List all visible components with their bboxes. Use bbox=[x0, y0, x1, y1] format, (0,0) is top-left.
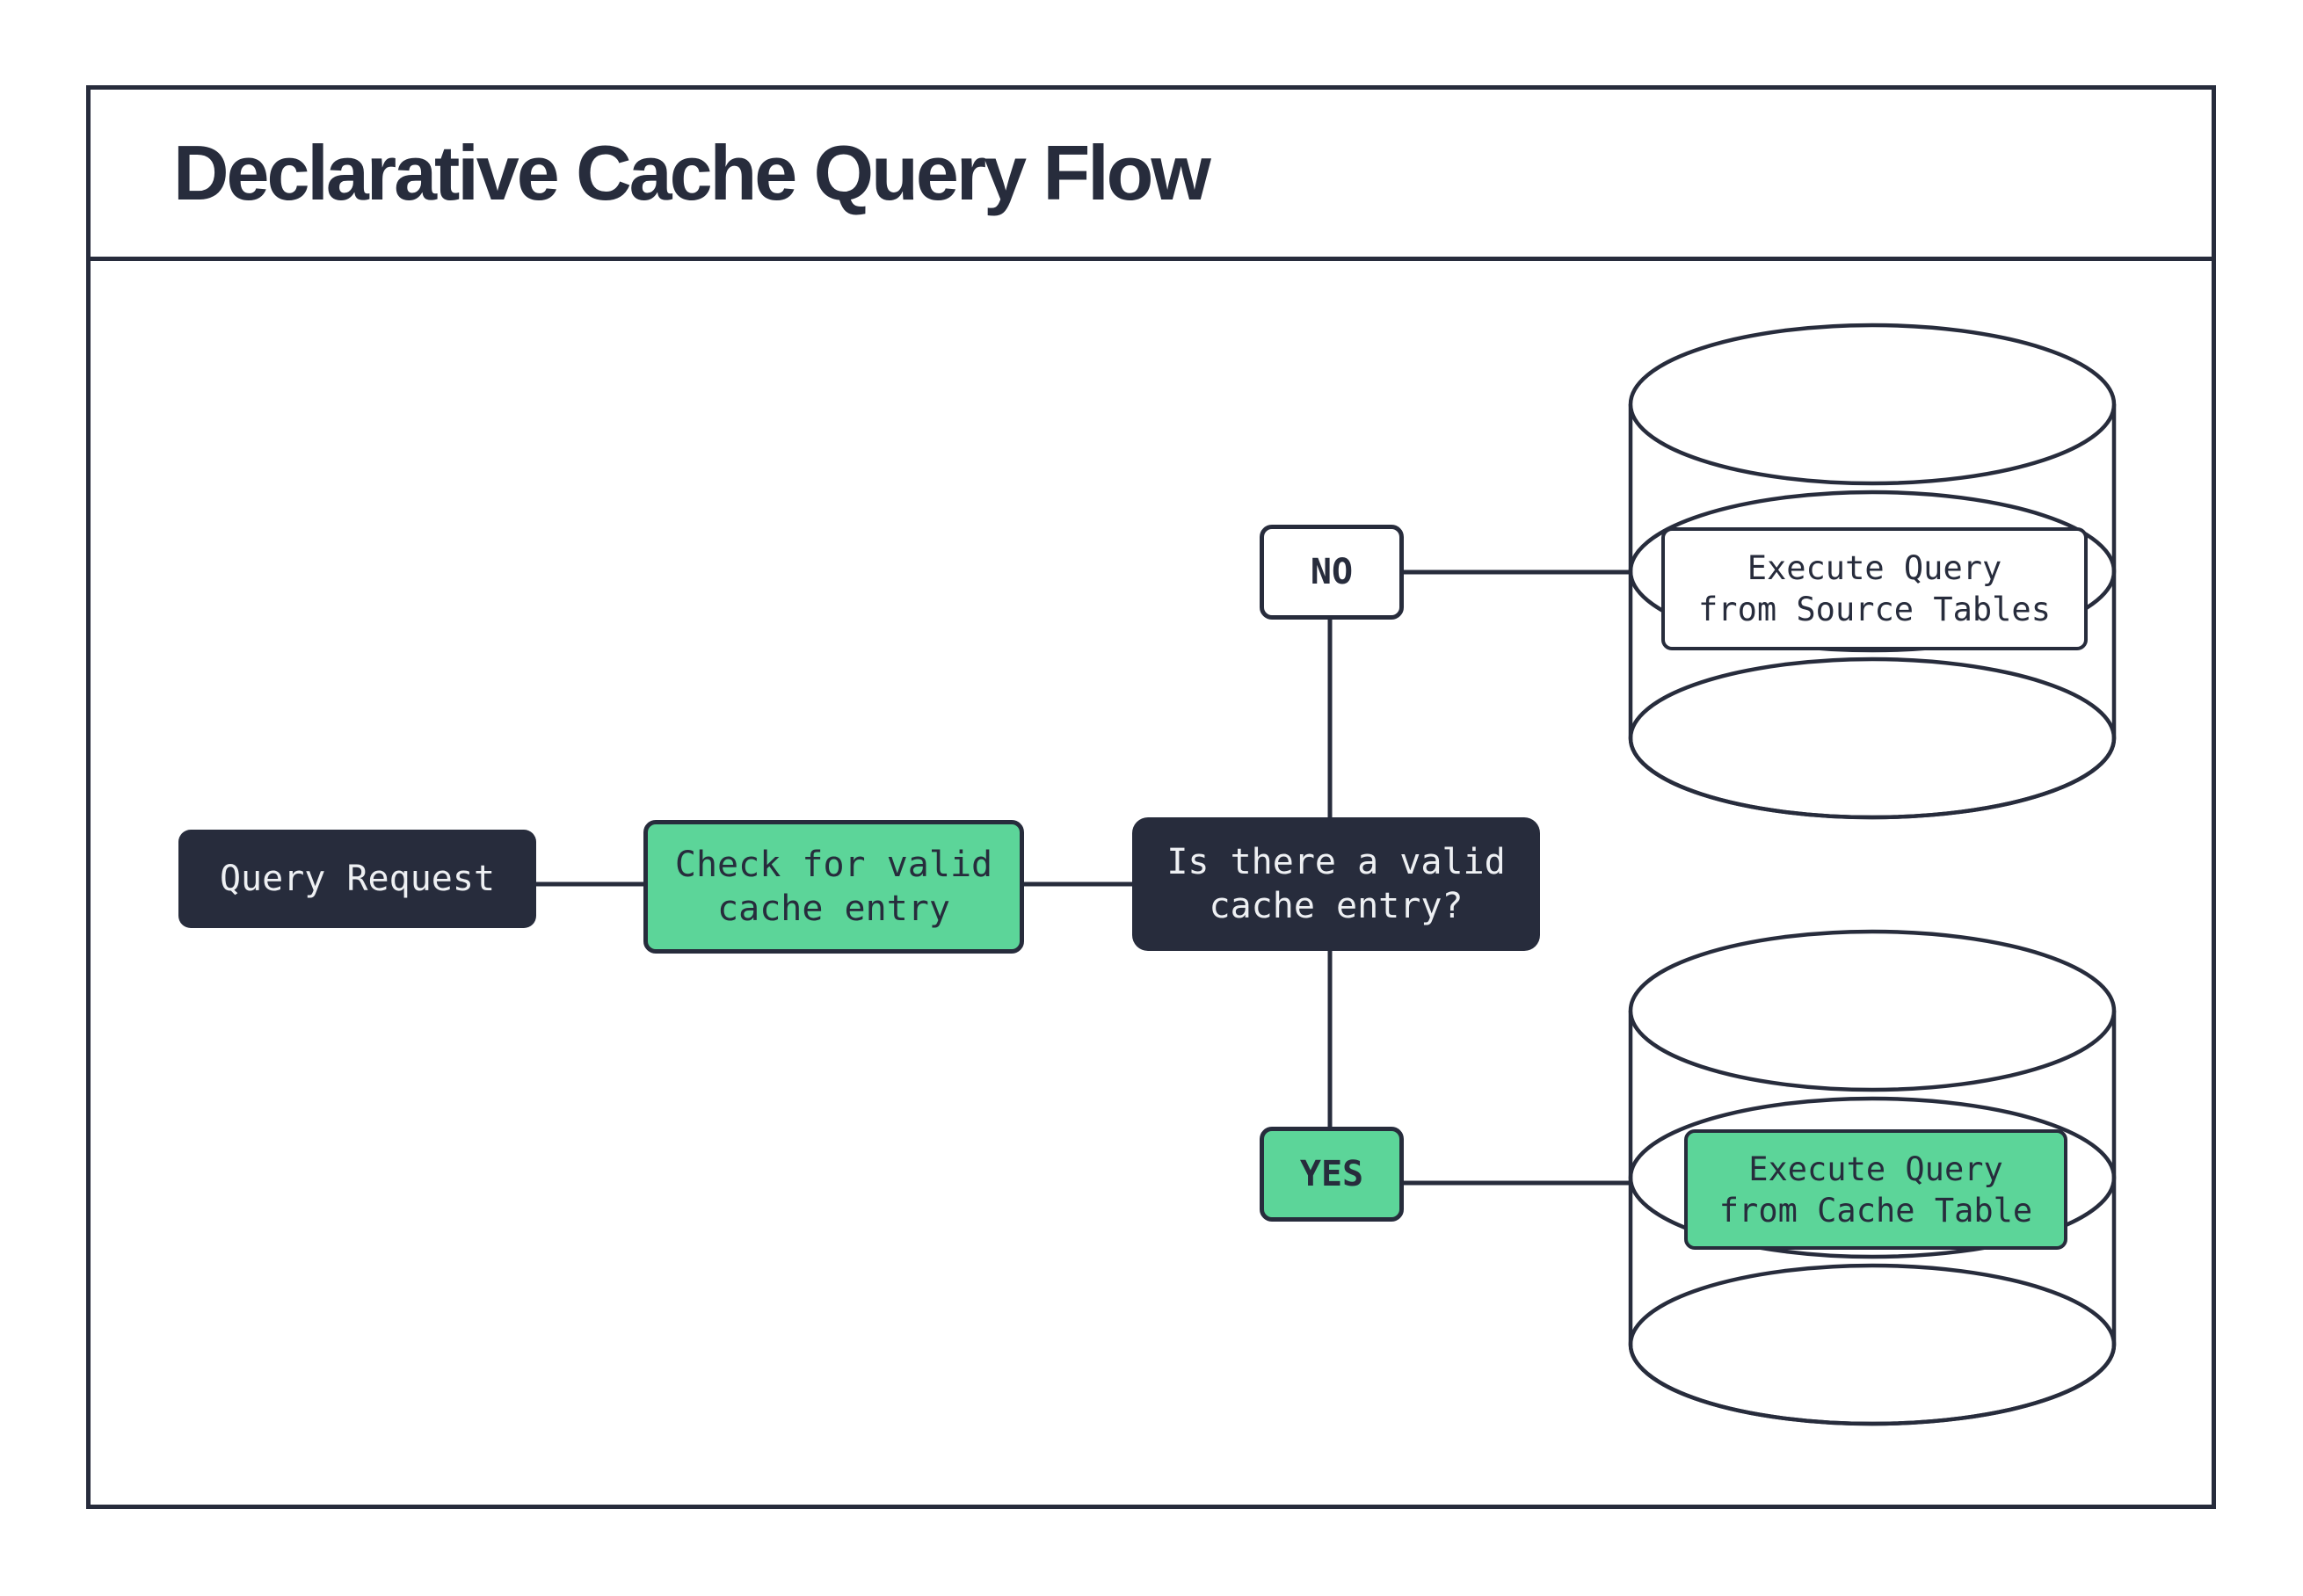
title-bar: Declarative Cache Query Flow bbox=[91, 90, 2212, 261]
check-cache-label-line1: Check for valid bbox=[674, 845, 993, 885]
decision-label-line1: Is there a valid bbox=[1166, 842, 1506, 882]
execute-source-query-line2: from Source Tables bbox=[1698, 591, 2051, 628]
no-branch-label: NO bbox=[1310, 552, 1354, 592]
yes-branch-badge: YES bbox=[1260, 1127, 1404, 1222]
execute-source-query-node: Execute Query from Source Tables bbox=[1661, 527, 2088, 650]
decision-label-line2: cache entry? bbox=[1209, 886, 1464, 926]
check-cache-label-line2: cache entry bbox=[717, 889, 950, 929]
source-db-disc-top bbox=[1628, 323, 2117, 486]
source-db-disc-bottom bbox=[1628, 657, 2117, 820]
diagram-frame: Declarative Cache Query Flow bbox=[86, 85, 2216, 1509]
page-title: Declarative Cache Query Flow bbox=[173, 129, 1211, 216]
yes-branch-label: YES bbox=[1299, 1154, 1364, 1194]
execute-cache-query-line1: Execute Query bbox=[1748, 1150, 2003, 1188]
query-request-node: Query Request bbox=[178, 830, 536, 928]
source-db-disc-middle bbox=[1628, 490, 2117, 653]
cache-db-disc-middle bbox=[1628, 1096, 2117, 1259]
execute-source-query-line1: Execute Query bbox=[1747, 549, 2002, 587]
query-request-label: Query Request bbox=[219, 859, 496, 899]
execute-cache-query-node: Execute Query from Cache Table bbox=[1684, 1129, 2067, 1250]
cache-decision-node: Is there a valid cache entry? bbox=[1132, 817, 1540, 951]
execute-cache-query-line2: from Cache Table bbox=[1718, 1191, 2033, 1230]
no-branch-badge: NO bbox=[1260, 525, 1404, 620]
cache-db-disc-bottom bbox=[1628, 1263, 2117, 1426]
cache-database-icon bbox=[1628, 929, 2117, 1426]
check-cache-node: Check for valid cache entry bbox=[643, 820, 1024, 954]
cache-db-disc-top bbox=[1628, 929, 2117, 1092]
